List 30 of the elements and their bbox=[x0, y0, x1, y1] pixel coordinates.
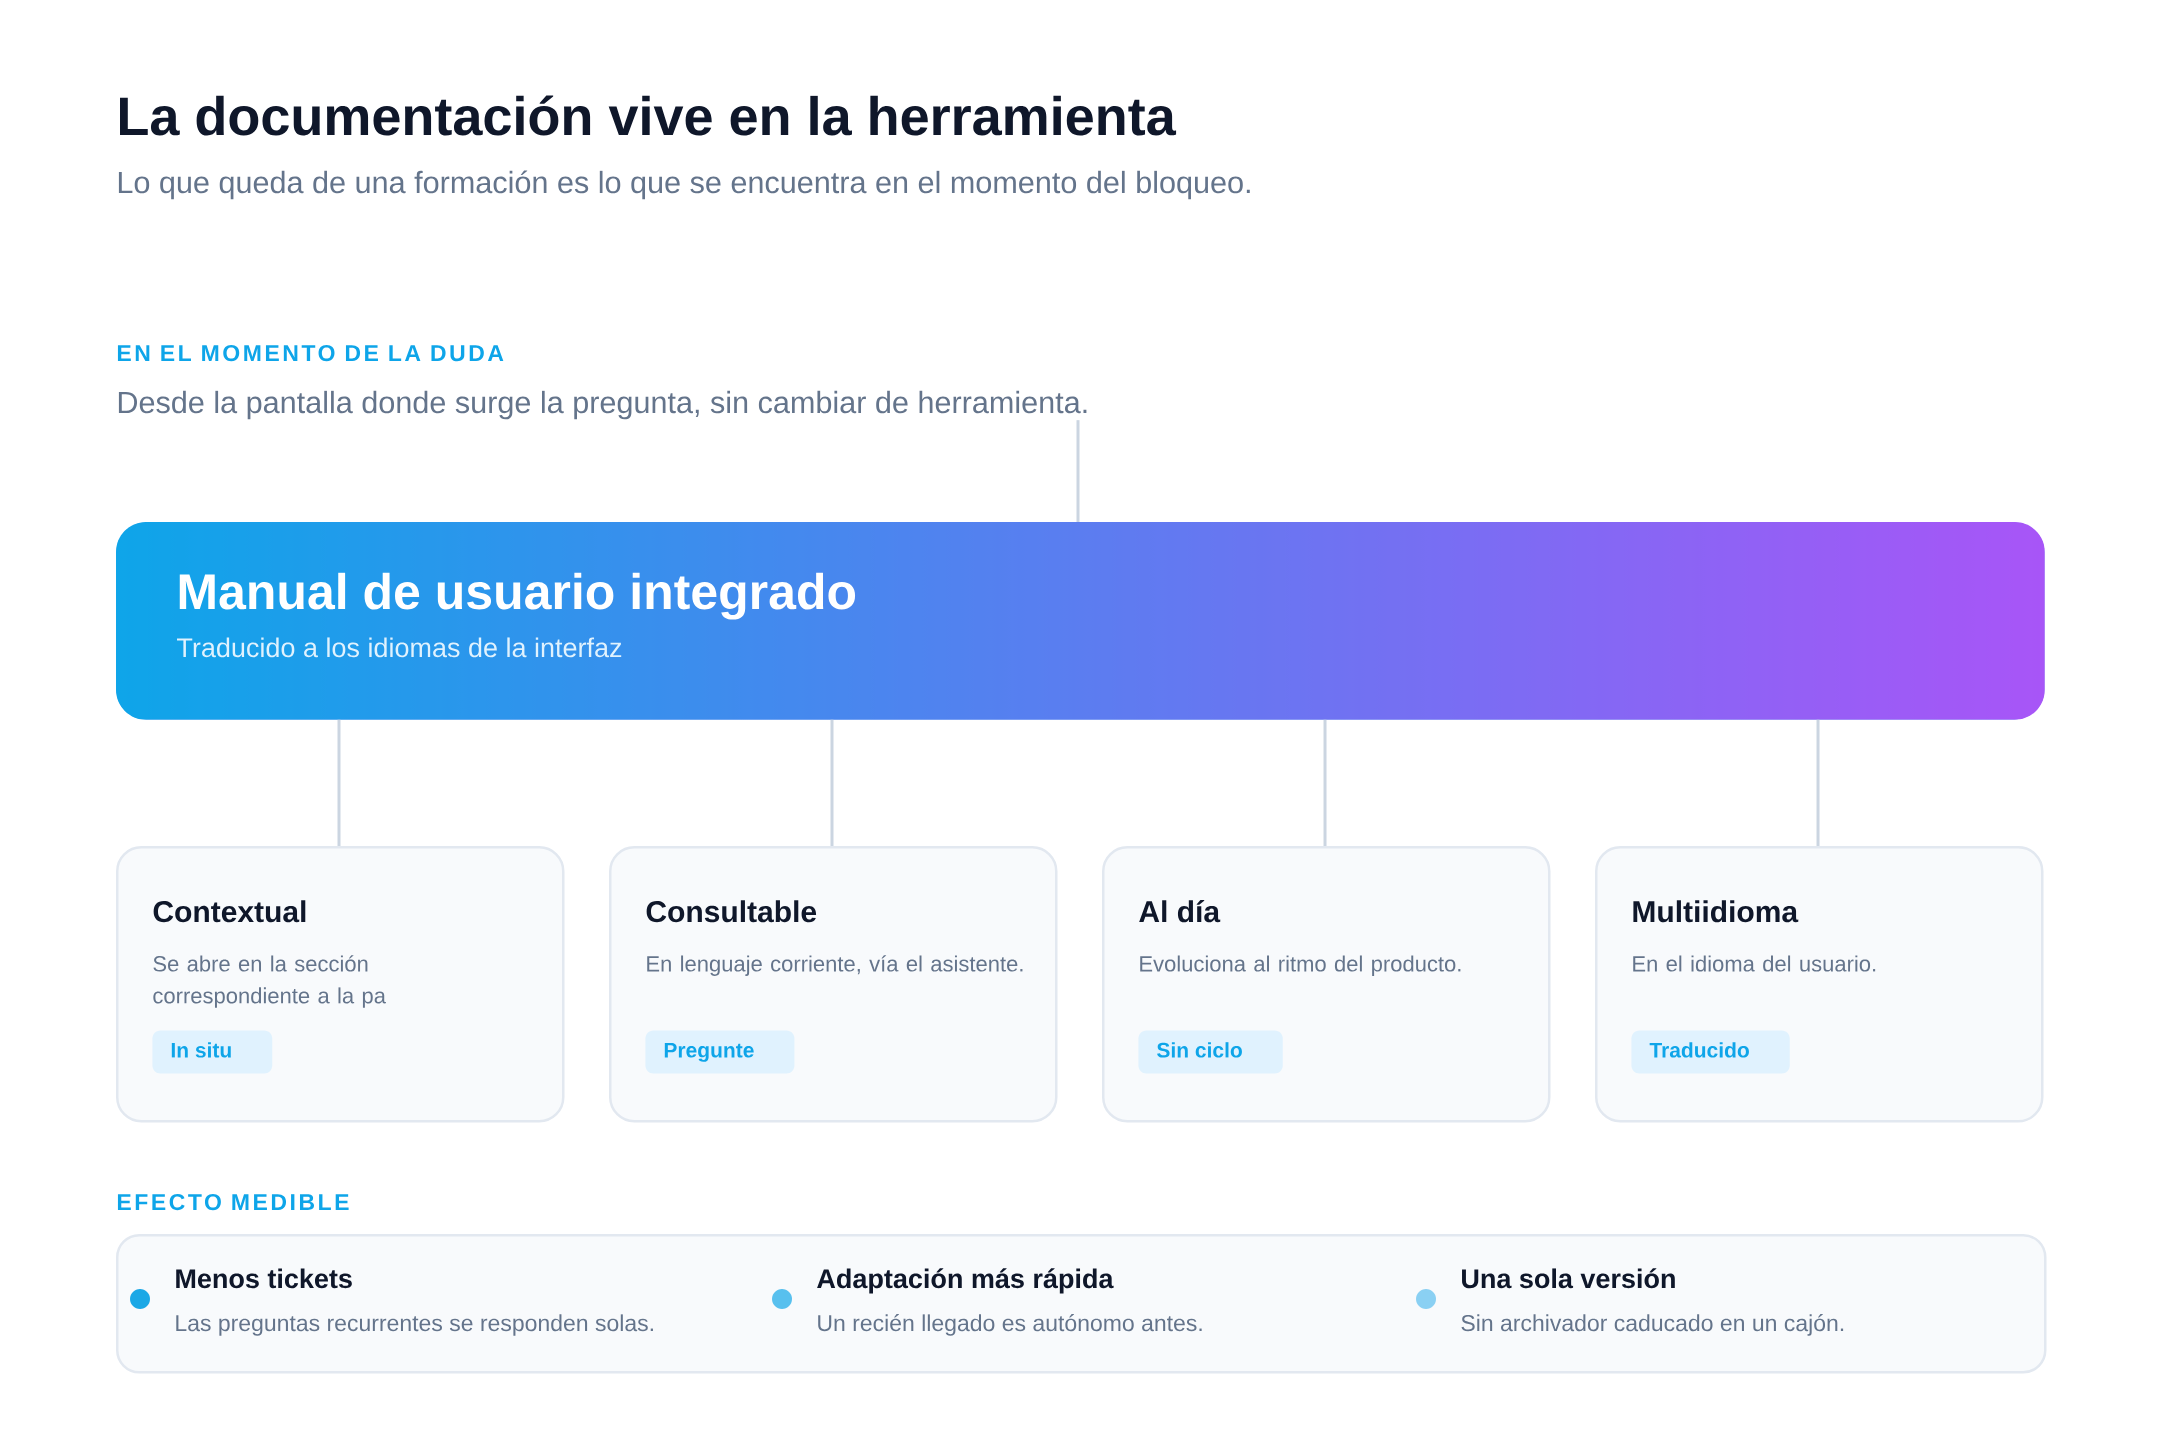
subtitle: Lo que queda de una formación es lo que se encuentra en el momento del bloqueo. bbox=[118, 170, 1250, 200]
banner-title: Manual de usuario integrado bbox=[179, 572, 856, 620]
benefit-title: Adaptación más rápida bbox=[817, 1268, 1114, 1294]
benefit-description: Sin archivador caducado en un cajón. bbox=[1461, 1314, 1844, 1336]
card-description: Se abre en la sección correspondiente a la pa bbox=[153, 955, 386, 1008]
card-title: Contextual bbox=[153, 900, 306, 923]
card-description: En lenguaje corriente, vía el asistente. bbox=[647, 955, 1023, 976]
card-title: Consultable bbox=[646, 900, 817, 923]
connector bbox=[1076, 420, 1080, 522]
connector bbox=[1816, 719, 1820, 846]
card-title: Al día bbox=[1139, 900, 1221, 923]
banner-subtitle: Traducido a los idiomas de la interfaz bbox=[177, 637, 622, 658]
benefit-title: Menos tickets bbox=[176, 1268, 352, 1289]
connector bbox=[337, 719, 341, 846]
tag: Pregunte bbox=[645, 1030, 795, 1074]
connector bbox=[1323, 719, 1327, 846]
tag: In situ bbox=[152, 1030, 273, 1074]
card-description: Evoluciona al ritmo del producto. bbox=[1140, 955, 1461, 976]
section-heading: EFECTO MEDIBLE bbox=[117, 1193, 349, 1211]
card-description: En el idioma del usuario. bbox=[1633, 955, 1876, 972]
tag: Sin ciclo bbox=[1138, 1030, 1283, 1074]
benefit-description: Un recién llegado es autónomo antes. bbox=[818, 1314, 1202, 1336]
benefit-title: Una sola versión bbox=[1462, 1268, 1675, 1289]
section-text: Desde la pantalla donde surge la pregunta, sin cambiar de herramienta. bbox=[118, 390, 1087, 420]
connector bbox=[830, 719, 834, 846]
benefit-description: Las preguntas recurrentes se responden solas. bbox=[176, 1314, 653, 1336]
card-title: Multiidioma bbox=[1633, 900, 1799, 923]
section-heading: EN EL MOMENTO DE LA DUDA bbox=[117, 344, 504, 362]
title: La documentación vive en la herramienta bbox=[120, 95, 1177, 136]
tag: Traducido bbox=[1631, 1030, 1790, 1074]
